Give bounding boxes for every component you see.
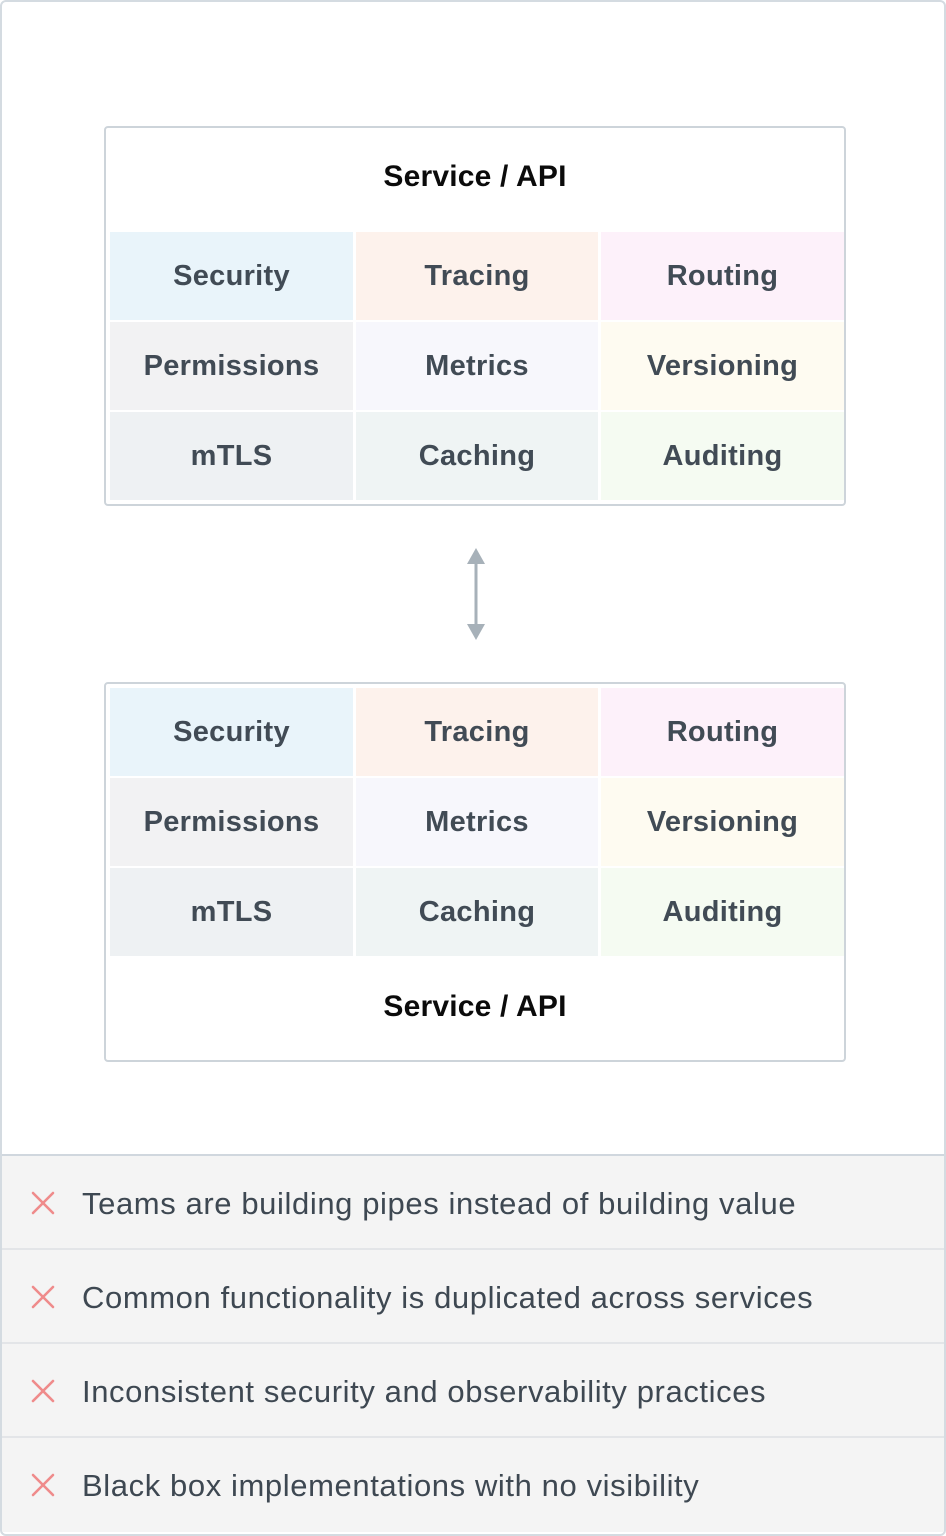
- issue-text: Teams are building pipes instead of buil…: [82, 1186, 797, 1221]
- close-icon: [31, 1379, 55, 1403]
- capability-tracing: Tracing: [356, 688, 598, 776]
- close-icon: [31, 1473, 55, 1497]
- close-icon: [31, 1285, 55, 1309]
- issue-item: Inconsistent security and observability …: [2, 1344, 944, 1438]
- capability-metrics: Metrics: [356, 322, 598, 410]
- capability-security: Security: [110, 232, 353, 320]
- issue-text: Common functionality is duplicated acros…: [82, 1280, 814, 1315]
- capability-permissions: Permissions: [110, 778, 353, 866]
- issues-list: Teams are building pipes instead of buil…: [2, 1154, 944, 1532]
- capability-mtls: mTLS: [110, 868, 353, 956]
- close-icon: [31, 1191, 55, 1215]
- bidirectional-arrow-icon: [467, 548, 485, 640]
- top-service-box: Service / API Security Tracing Routing P…: [104, 126, 846, 506]
- top-service-title: Service / API: [383, 160, 567, 193]
- issue-text: Black box implementations with no visibi…: [82, 1468, 700, 1503]
- capability-versioning: Versioning: [601, 778, 844, 866]
- bottom-service-title: Service / API: [383, 990, 567, 1023]
- capability-routing: Routing: [601, 688, 844, 776]
- issue-item: Black box implementations with no visibi…: [2, 1438, 944, 1532]
- top-capability-grid: Security Tracing Routing Permissions Met…: [110, 232, 844, 500]
- capability-metrics: Metrics: [356, 778, 598, 866]
- capability-auditing: Auditing: [601, 868, 844, 956]
- capability-caching: Caching: [356, 868, 598, 956]
- capability-caching: Caching: [356, 412, 598, 500]
- issue-item: Common functionality is duplicated acros…: [2, 1250, 944, 1344]
- capability-auditing: Auditing: [601, 412, 844, 500]
- bottom-service-box: Security Tracing Routing Permissions Met…: [104, 682, 846, 1062]
- bottom-capability-grid: Security Tracing Routing Permissions Met…: [110, 688, 844, 956]
- capability-tracing: Tracing: [356, 232, 598, 320]
- capability-security: Security: [110, 688, 353, 776]
- capability-routing: Routing: [601, 232, 844, 320]
- capability-mtls: mTLS: [110, 412, 353, 500]
- issue-text: Inconsistent security and observability …: [82, 1374, 767, 1409]
- capability-versioning: Versioning: [601, 322, 844, 410]
- issue-item: Teams are building pipes instead of buil…: [2, 1156, 944, 1250]
- capability-permissions: Permissions: [110, 322, 353, 410]
